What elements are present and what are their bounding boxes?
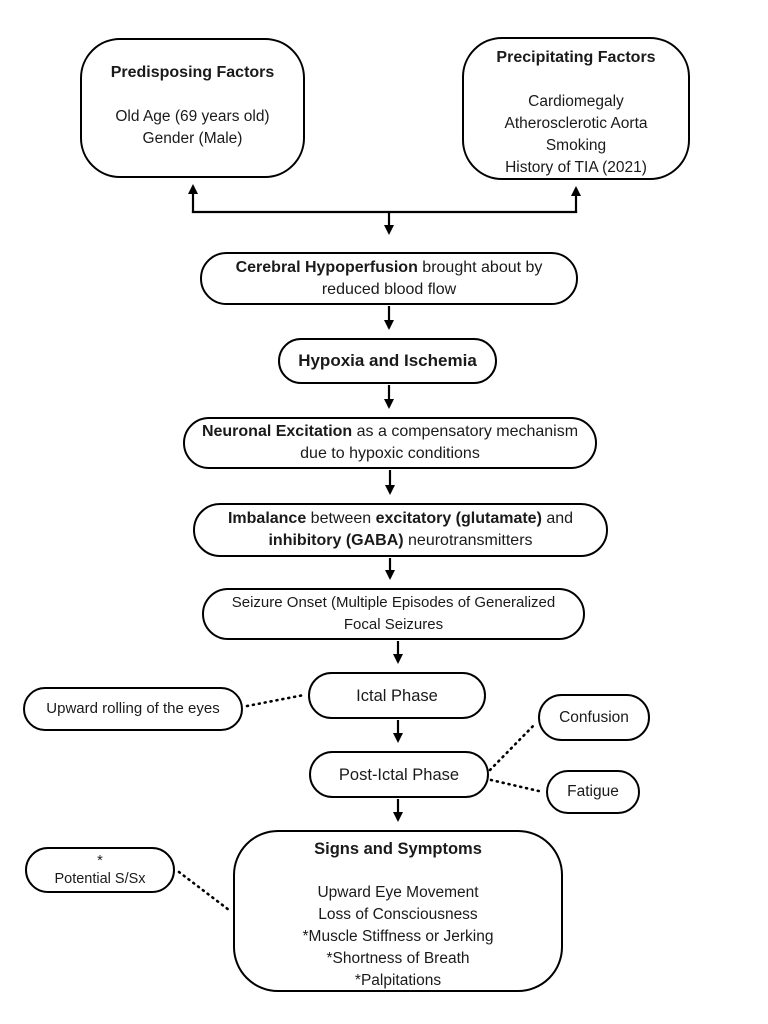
confusion-text: Confusion bbox=[559, 708, 629, 726]
ictal-phase-text: Ictal Phase bbox=[356, 686, 438, 705]
hypoxia-ischemia-box: Hypoxia and Ischemia bbox=[278, 338, 497, 384]
neuronal-excitation-rest: as a compensatory mechanism due to hypox… bbox=[300, 423, 579, 462]
imbalance-bold: Imbalance bbox=[227, 510, 307, 527]
potential-ssx-oval: * Potential S/Sx bbox=[25, 847, 175, 893]
potential-ssx-asterisk: * bbox=[97, 853, 103, 869]
post-ictal-phase-box: Post-Ictal Phase bbox=[309, 751, 489, 798]
confusion-oval: Confusion bbox=[538, 694, 650, 741]
signs-symptoms-box: Signs and Symptoms Upward Eye Movement L… bbox=[233, 830, 563, 992]
neuronal-excitation-box: Neuronal Excitation as a compensatory me… bbox=[183, 417, 597, 469]
inhibitory-bold: inhibitory (GABA) bbox=[268, 532, 404, 549]
hypoxia-ischemia-text: Hypoxia and Ischemia bbox=[298, 351, 477, 370]
precipitating-factor-item: Atherosclerotic Aorta bbox=[504, 115, 648, 132]
seizure-onset-box: Seizure Onset (Multiple Episodes of Gene… bbox=[202, 588, 585, 640]
fatigue-text: Fatigue bbox=[567, 783, 619, 800]
dotted-postictal-to-confusion bbox=[488, 721, 538, 772]
signs-symptoms-item: Upward Eye Movement bbox=[317, 884, 479, 901]
post-ictal-phase-text: Post-Ictal Phase bbox=[338, 765, 460, 784]
signs-symptoms-title: Signs and Symptoms bbox=[314, 840, 482, 858]
predisposing-factors-title: Predisposing Factors bbox=[110, 64, 275, 81]
imbalance-text: between bbox=[306, 510, 376, 527]
dotted-potential-to-signs bbox=[177, 870, 231, 912]
cerebral-hypoperfusion-rest: brought about by reduced blood flow bbox=[321, 258, 543, 298]
ictal-phase-box: Ictal Phase bbox=[308, 672, 486, 719]
cerebral-hypoperfusion-text: Cerebral Hypoperfusion brought about by … bbox=[202, 257, 576, 301]
dotted-upwardrolling-to-ictal bbox=[245, 693, 306, 708]
neuronal-excitation-text: Neuronal Excitation as a compensatory me… bbox=[185, 421, 595, 465]
dotted-postictal-to-fatigue bbox=[489, 778, 545, 794]
signs-symptoms-item: *Muscle Stiffness or Jerking bbox=[302, 928, 494, 945]
precipitating-factors-title: Precipitating Factors bbox=[496, 49, 656, 66]
predisposing-factors-box: Predisposing Factors Old Age (69 years o… bbox=[80, 38, 305, 178]
precipitating-factor-item: History of TIA (2021) bbox=[505, 159, 647, 176]
excitatory-bold: excitatory (glutamate) bbox=[375, 510, 542, 527]
signs-symptoms-item: *Palpitations bbox=[354, 972, 442, 989]
fatigue-oval: Fatigue bbox=[546, 770, 640, 814]
precipitating-factors-box: Precipitating Factors Cardiomegaly Ather… bbox=[462, 37, 690, 180]
neurotransmitter-imbalance-box: Imbalance between excitatory (glutamate)… bbox=[193, 503, 608, 557]
seizure-onset-text: Seizure Onset (Multiple Episodes of Gene… bbox=[231, 594, 556, 633]
cerebral-hypoperfusion-box: Cerebral Hypoperfusion brought about by … bbox=[200, 252, 578, 305]
potential-ssx-label: Potential S/Sx bbox=[54, 871, 146, 887]
imbalance-text: and bbox=[541, 510, 574, 527]
cerebral-hypoperfusion-bold: Cerebral Hypoperfusion bbox=[235, 258, 418, 276]
upward-rolling-oval: Upward rolling of the eyes bbox=[23, 687, 243, 731]
predisposing-factor-item: Old Age (69 years old) bbox=[115, 108, 270, 125]
signs-symptoms-item: *Shortness of Breath bbox=[326, 950, 470, 967]
upward-rolling-text: Upward rolling of the eyes bbox=[46, 700, 220, 717]
precipitating-factor-item: Smoking bbox=[545, 137, 607, 154]
signs-symptoms-item: Loss of Consciousness bbox=[318, 906, 478, 923]
precipitating-factor-item: Cardiomegaly bbox=[528, 93, 624, 110]
neurotransmitter-imbalance-text: Imbalance between excitatory (glutamate)… bbox=[195, 508, 606, 552]
neuronal-excitation-bold: Neuronal Excitation bbox=[201, 423, 353, 440]
predisposing-factor-item: Gender (Male) bbox=[142, 130, 243, 147]
imbalance-text: neurotransmitters bbox=[403, 532, 533, 549]
